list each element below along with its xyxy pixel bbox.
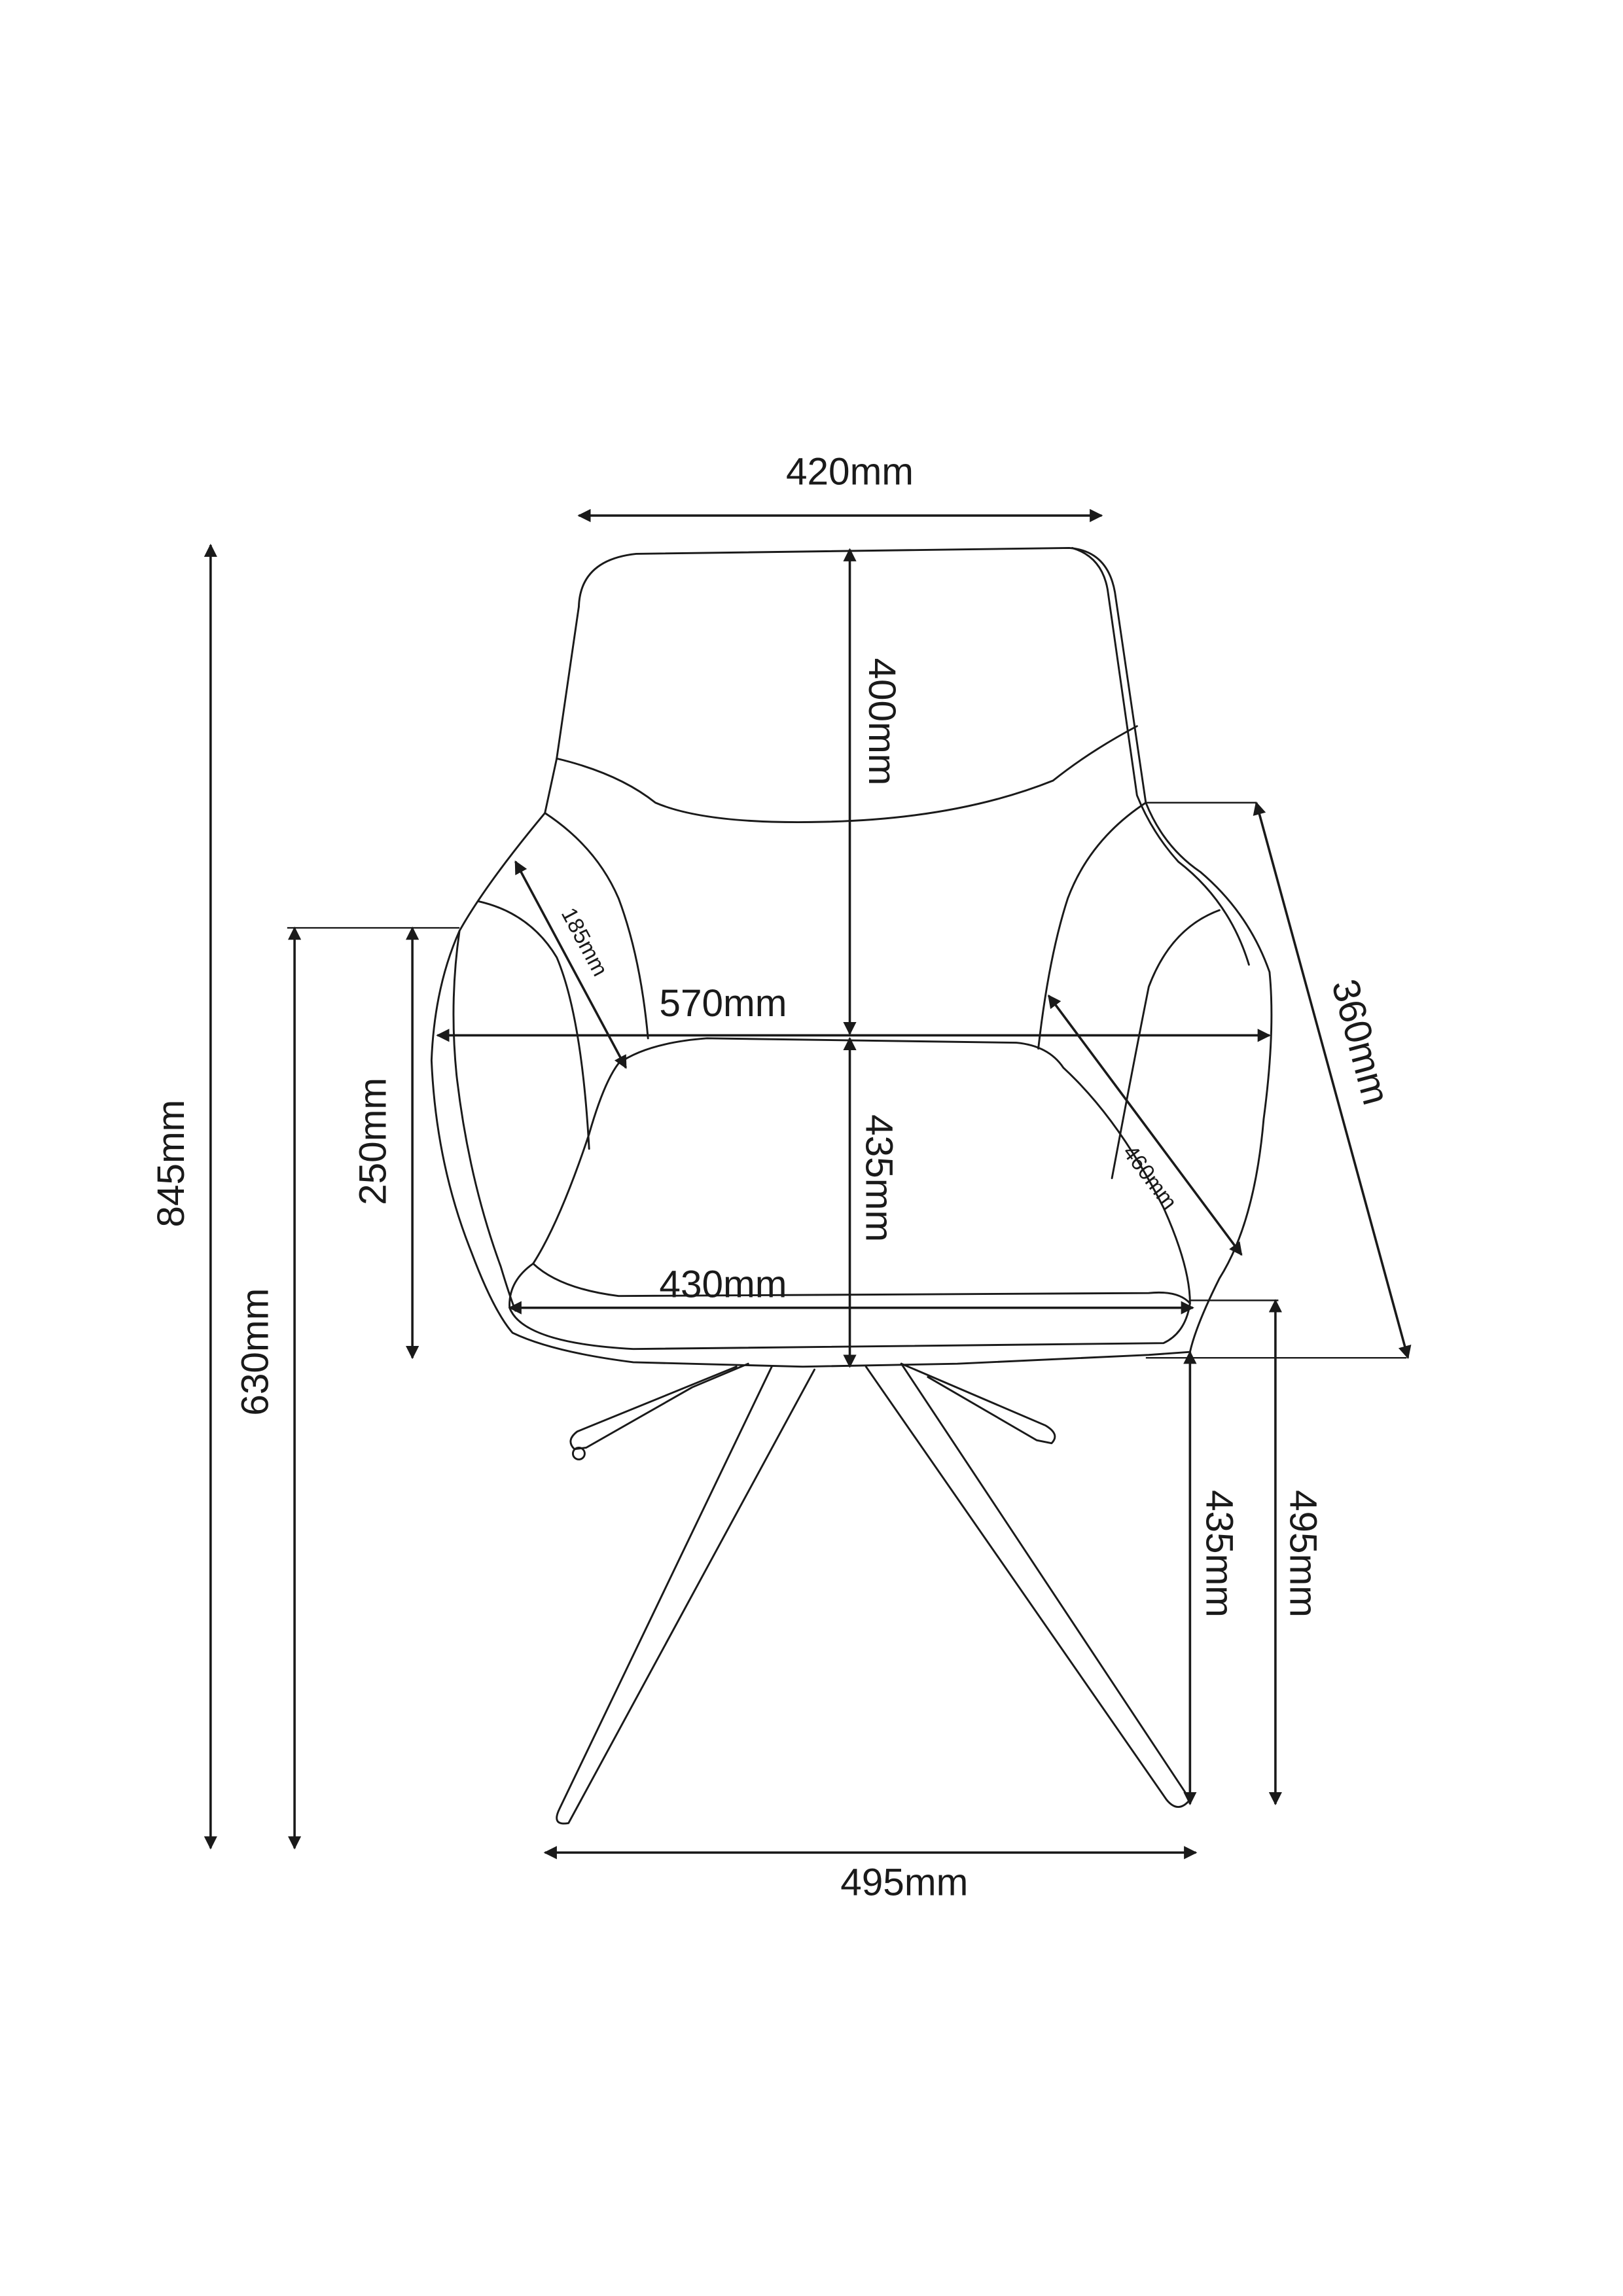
arrow-armrest-inner-depth [514,860,628,1069]
label-armrest-height: 630mm [234,1288,276,1416]
label-armrest-inner-depth: 185mm [556,904,613,980]
label-back-height: 400mm [861,658,903,785]
label-overall-width: 570mm [659,982,787,1025]
chair-left-arm-front [452,930,517,1312]
label-seat-height: 435mm [1198,1490,1240,1617]
chair-right-arm-inner [1037,802,1147,1050]
label-seat-top-height: 495mm [1282,1490,1325,1617]
chair-back-right-edge [1071,546,1250,966]
label-seat-depth: 435mm [858,1114,901,1242]
label-armrest-above-seat: 250mm [351,1078,394,1205]
chair-leg-foot-left [571,1447,586,1460]
chair-right-arm-inner2 [1111,909,1221,1180]
dimension-arrows [204,508,1412,1860]
label-base-width: 495mm [840,1861,968,1903]
chair-leg-back-left [569,1362,749,1451]
chair-backrest-seam [556,725,1138,824]
chair-seat-lip [532,1262,1191,1305]
label-back-width: 420mm [786,450,914,493]
chair-leg-back-right [900,1362,1056,1445]
chair-left-arm [430,812,1191,1368]
label-seat-width: 430mm [659,1263,787,1306]
chair-leg-front-left [556,1366,815,1825]
extension-lines [287,802,1407,1359]
label-seat-diagonal: 460mm [1118,1140,1182,1214]
label-total-height: 845mm [150,1100,192,1227]
chair-backrest-inner [544,605,580,814]
chair-left-arm-inner [544,812,649,1040]
dimension-labels: 420mm 400mm 570mm 435mm 430mm 185mm 460m… [150,450,1397,1903]
arrow-seat-diagonal [1047,994,1243,1256]
chair-leg-front-right [865,1362,1191,1809]
arrow-armrest-length [1253,801,1412,1360]
